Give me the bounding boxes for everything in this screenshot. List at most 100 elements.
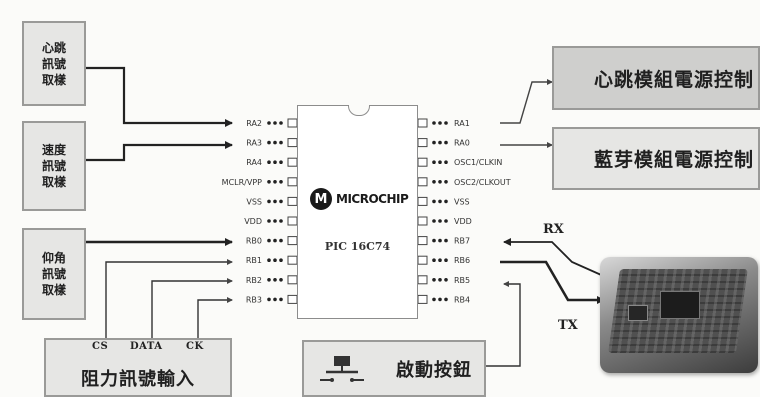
bluetooth-module-power-label: 藍芽模組電源控制 — [593, 149, 754, 171]
right-pin-name: RB4 — [454, 295, 470, 304]
heart-signal-sample-box: 心跳 訊號 取樣 — [22, 21, 86, 106]
pin-dot — [444, 199, 448, 204]
left-pin-name: RB3 — [246, 295, 262, 304]
right-pin-name: OSC2/CLKOUT — [454, 178, 511, 187]
push-button-icon — [320, 356, 364, 382]
pin-dot — [432, 199, 436, 204]
pin-dot — [432, 160, 436, 164]
left-pin-name: RB2 — [246, 276, 262, 285]
left-pin-name: RA2 — [246, 119, 262, 128]
wire-tx — [500, 260, 605, 304]
bluetooth-module-image — [600, 257, 758, 373]
module-secondary-ic — [628, 305, 648, 321]
right-pin-stub — [417, 157, 428, 167]
bluetooth-module-power-box: 藍芽模組電源控制 — [552, 127, 760, 190]
wire-heart-power — [500, 79, 553, 124]
wire-data — [151, 278, 233, 338]
speed-signal-sample-label: 速度 訊號 取樣 — [41, 143, 66, 189]
pin-dot — [273, 199, 277, 204]
right-pin-name: RB5 — [454, 276, 470, 285]
right-pin-name: OSC1/CLKIN — [454, 158, 502, 167]
pin-dot — [444, 219, 448, 223]
pin-dot — [273, 160, 277, 164]
pin-dot — [279, 160, 283, 164]
pin-dot — [438, 278, 442, 282]
right-pin-stub — [417, 196, 428, 206]
right-pin-stub — [417, 177, 428, 187]
pin-dot — [432, 297, 436, 302]
left-pin-name: VSS — [246, 197, 262, 206]
pin-dot — [273, 180, 277, 184]
pin-dot — [438, 199, 442, 204]
right-pin-stub — [417, 118, 428, 128]
ck-bus-label: CK — [186, 341, 204, 352]
right-pin-name: RA0 — [454, 139, 470, 148]
pin-dot — [267, 297, 271, 302]
left-pin-name: MCLR/VPP — [222, 178, 262, 187]
pin-dot — [279, 278, 283, 282]
pin-dot — [279, 140, 283, 145]
pin-dot — [267, 199, 271, 204]
pin-dot — [438, 160, 442, 164]
right-pin-stub — [417, 138, 428, 148]
pin-dot — [444, 121, 448, 125]
pin-dot — [438, 219, 442, 223]
resistance-signal-input-label: 阻力訊號輸入 — [81, 369, 195, 390]
pin-dot — [432, 258, 436, 263]
pin-dot — [438, 238, 442, 243]
pin-dot — [438, 121, 442, 125]
pin-dot — [432, 238, 436, 243]
pin-dot — [279, 238, 283, 243]
pin-dot — [273, 238, 277, 243]
pin-dot — [432, 278, 436, 282]
pin-dot — [279, 297, 283, 302]
tx-label: TX — [558, 318, 578, 333]
pin-dot — [438, 297, 442, 302]
pin-dot — [267, 219, 271, 223]
module-main-ic — [660, 291, 700, 319]
wire-rx — [503, 238, 609, 279]
right-pin-stub — [417, 275, 428, 285]
pic-microcontroller: M MICROCHIP PIC 16C74 — [297, 105, 418, 319]
microchip-logo: M MICROCHIP — [310, 188, 409, 210]
pin-dot — [273, 140, 277, 145]
chip-brand-text: MICROCHIP — [336, 192, 409, 206]
left-pin-stub — [287, 255, 298, 265]
wire-ck — [197, 297, 233, 338]
pin-dot — [267, 238, 271, 243]
pin-dot — [432, 121, 436, 125]
rx-label: RX — [543, 222, 564, 237]
heart-module-power-box: 心跳模組電源控制 — [552, 46, 760, 110]
right-pin-stub — [417, 236, 428, 246]
start-button-box: 啟動按鈕 — [302, 340, 486, 397]
pin-dot — [444, 278, 448, 282]
left-pin-name: VDD — [244, 217, 262, 226]
left-pin-stub — [287, 294, 298, 304]
left-pin-name: RA4 — [246, 158, 262, 167]
right-pin-stub — [417, 294, 428, 304]
pin-dot — [267, 258, 271, 263]
chip-model-label: PIC 16C74 — [324, 240, 391, 253]
pin-dot — [444, 297, 448, 302]
pin-dot — [279, 199, 283, 204]
pin-dot — [438, 180, 442, 184]
pin-dot — [273, 219, 277, 223]
right-pin-stub — [417, 255, 428, 265]
left-pin-stub — [287, 157, 298, 167]
pin-dot — [432, 180, 436, 184]
right-pin-name: VDD — [454, 217, 472, 226]
right-pin-name: VSS — [454, 197, 470, 206]
pin-dot — [273, 278, 277, 282]
pin-dot — [267, 140, 271, 145]
left-pin-name: RA3 — [246, 139, 262, 148]
pin-dot — [438, 140, 442, 145]
right-pin-group: RA126RA018OSC1/CLKIN16OSC2/CLKOUT17VSS12… — [405, 118, 511, 304]
wire-heart-sample — [86, 66, 233, 127]
left-pin-stub — [287, 236, 298, 246]
pin-dot — [444, 160, 448, 164]
speed-signal-sample-box: 速度 訊號 取樣 — [22, 121, 86, 211]
right-pin-stub — [417, 216, 428, 226]
left-pin-stub — [287, 275, 298, 285]
left-pin-stub — [287, 118, 298, 128]
